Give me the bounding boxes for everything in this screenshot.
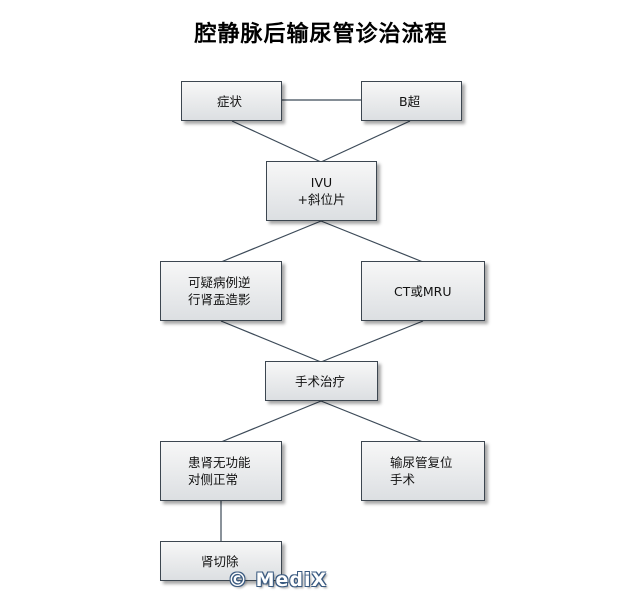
node-ureter-reposition: 输尿管复位 手术 <box>361 441 485 501</box>
node-ct-mru: CT或MRU <box>361 261 485 321</box>
watermark-logo: © MediX <box>228 569 328 591</box>
link-surgery-nonfunctional <box>220 400 322 443</box>
link-retrograde-surgery <box>220 320 322 363</box>
node-b-ultrasound: B超 <box>361 81 462 121</box>
node-nephrectomy: 肾切除 <box>160 541 282 581</box>
node-nonfunctional-kidney: 患肾无功能 对侧正常 <box>160 441 282 501</box>
link-ivu-ct-mru <box>320 220 424 263</box>
link-symptom-ivu <box>231 120 322 163</box>
diagram-title: 腔静脉后输尿管诊治流程 <box>194 21 448 47</box>
node-surgery: 手术治疗 <box>265 361 378 401</box>
link-b-ultrasound-ivu <box>320 120 411 163</box>
node-symptom: 症状 <box>181 81 282 121</box>
node-ivu: IVU +斜位片 <box>266 161 377 221</box>
link-ct-mru-surgery <box>320 320 424 363</box>
link-surgery-ureter-reposition <box>320 400 424 443</box>
node-retrograde-pyelography: 可疑病例逆 行肾盂造影 <box>160 261 282 321</box>
link-ivu-retrograde <box>220 220 322 263</box>
